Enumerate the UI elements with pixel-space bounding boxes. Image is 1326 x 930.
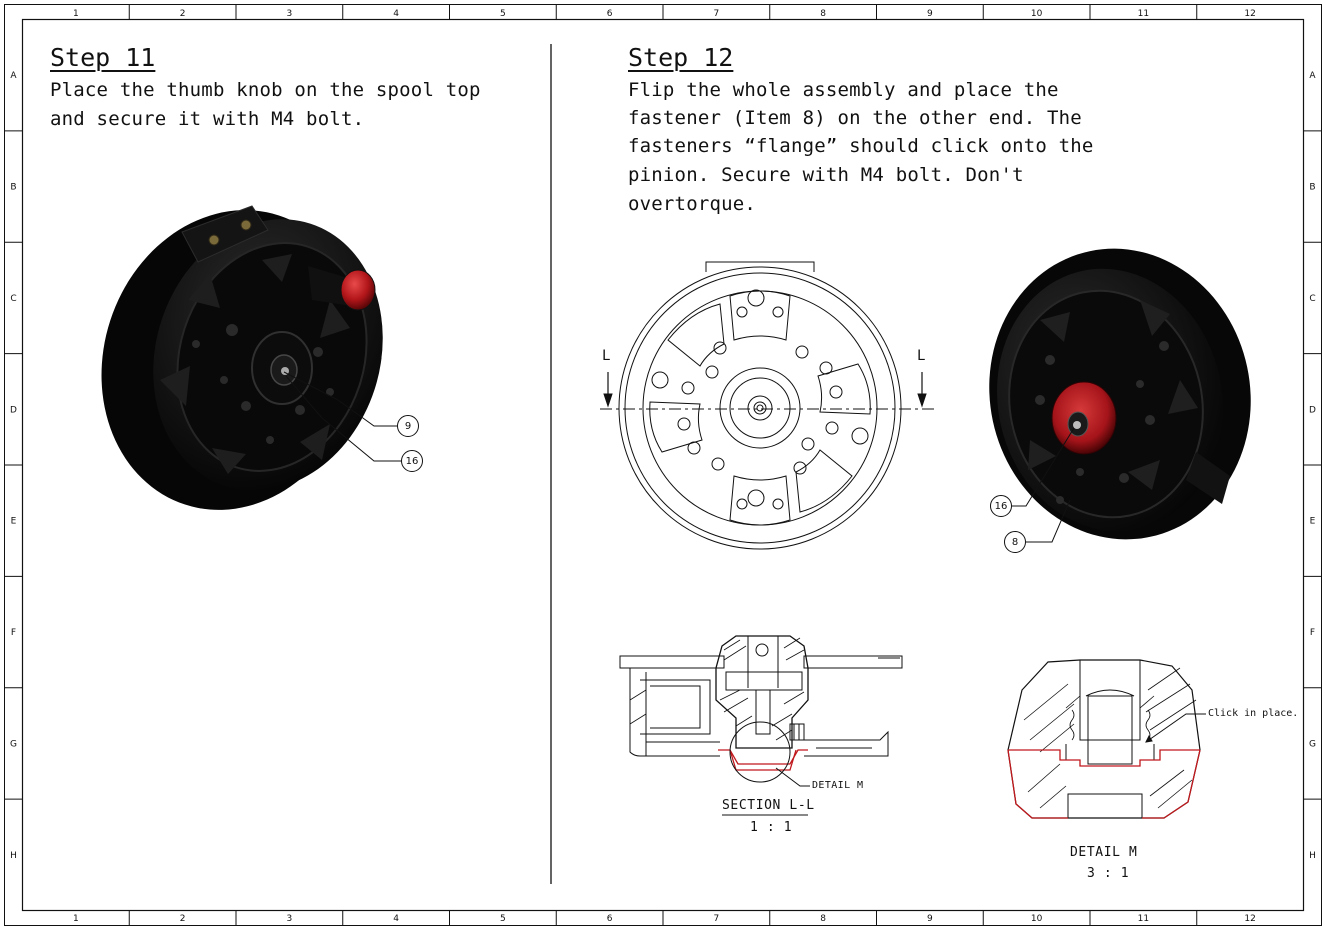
- row-label-right-G: G: [1309, 739, 1316, 749]
- detail-red-outline: [1007, 749, 1201, 819]
- column-label-12: 12: [1244, 9, 1255, 19]
- section-cut-line: [600, 372, 934, 410]
- row-label-C: C: [10, 294, 16, 304]
- row-label-right-F: F: [1310, 628, 1315, 638]
- step12-instruction-line-3: fasteners “flange” should click onto the: [628, 135, 1094, 157]
- column-label-7: 7: [714, 9, 720, 19]
- column-label-bottom-5: 5: [500, 914, 506, 924]
- step11-instruction-line-2: and secure it with M4 bolt.: [50, 108, 365, 130]
- column-label-2: 2: [180, 9, 186, 19]
- column-label-3: 3: [287, 9, 293, 19]
- step12-instruction-line-1: Flip the whole assembly and place the: [628, 79, 1059, 101]
- column-label-1: 1: [73, 9, 79, 19]
- detail-view-drawing: [1007, 659, 1201, 819]
- section-marker-right: L: [917, 348, 926, 364]
- row-label-E: E: [11, 517, 17, 527]
- row-label-H: H: [10, 851, 17, 861]
- step11-title: Step 11: [50, 43, 156, 72]
- section-view-title: SECTION L-L: [722, 798, 815, 813]
- balloon-step11-item-9: 9: [397, 415, 419, 437]
- column-label-8: 8: [820, 9, 826, 19]
- column-label-bottom-3: 3: [287, 914, 293, 924]
- row-label-F: F: [11, 628, 16, 638]
- row-label-A: A: [10, 71, 17, 81]
- step12-instruction-line-5: overtorque.: [628, 193, 757, 215]
- detail-m-callout-label: DETAIL M: [812, 780, 864, 791]
- step12-instruction-line-4: pinion. Secure with M4 bolt. Don't: [628, 164, 1024, 186]
- column-label-bottom-12: 12: [1244, 914, 1255, 924]
- column-label-6: 6: [607, 9, 613, 19]
- step11-leaders: [283, 371, 402, 462]
- column-label-bottom-6: 6: [607, 914, 613, 924]
- row-label-right-B: B: [1309, 183, 1315, 193]
- section-marker-left: L: [602, 348, 611, 364]
- column-label-bottom-9: 9: [927, 914, 933, 924]
- column-label-11: 11: [1138, 9, 1149, 19]
- row-label-D: D: [10, 405, 17, 415]
- grid-ticks: [4, 4, 1322, 926]
- step12-leaders: [1012, 427, 1075, 543]
- step12-title: Step 12: [628, 43, 734, 72]
- row-label-right-C: C: [1309, 294, 1315, 304]
- column-label-bottom-10: 10: [1031, 914, 1043, 924]
- column-label-bottom-7: 7: [714, 914, 720, 924]
- step11-instruction-line-1: Place the thumb knob on the spool top: [50, 79, 481, 101]
- detail-view-title: DETAIL M: [1070, 845, 1138, 860]
- detail-m-callout-highlight: [718, 749, 808, 771]
- row-label-right-H: H: [1309, 851, 1316, 861]
- column-label-5: 5: [500, 9, 506, 19]
- row-label-right-A: A: [1309, 71, 1316, 81]
- column-label-bottom-2: 2: [180, 914, 186, 924]
- section-view-scale: 1 : 1: [750, 820, 793, 835]
- step12-instruction-line-2: fastener (Item 8) on the other end. The: [628, 107, 1082, 129]
- front-view-drawing: [618, 261, 902, 550]
- step11-reel-render: [101, 205, 383, 510]
- column-label-bottom-4: 4: [393, 914, 399, 924]
- column-label-bottom-1: 1: [73, 914, 79, 924]
- balloon-step12-item-16: 16: [990, 495, 1012, 517]
- section-view-drawing: [619, 635, 903, 757]
- column-label-bottom-8: 8: [820, 914, 826, 924]
- balloon-step11-item-16: 16: [401, 450, 423, 472]
- row-label-right-D: D: [1309, 405, 1316, 415]
- balloon-step12-item-8: 8: [1004, 531, 1026, 553]
- step12-reel-render: [989, 248, 1251, 540]
- row-label-right-E: E: [1310, 517, 1316, 527]
- column-label-9: 9: [927, 9, 933, 19]
- row-label-B: B: [10, 183, 16, 193]
- row-label-G: G: [10, 739, 17, 749]
- column-label-4: 4: [393, 9, 399, 19]
- detail-view-scale: 3 : 1: [1087, 866, 1130, 881]
- detail-m-circle: [729, 721, 810, 787]
- column-label-10: 10: [1031, 9, 1043, 19]
- column-label-bottom-11: 11: [1138, 914, 1149, 924]
- click-note-leader: [1145, 713, 1206, 743]
- click-in-place-note: Click in place.: [1208, 708, 1299, 719]
